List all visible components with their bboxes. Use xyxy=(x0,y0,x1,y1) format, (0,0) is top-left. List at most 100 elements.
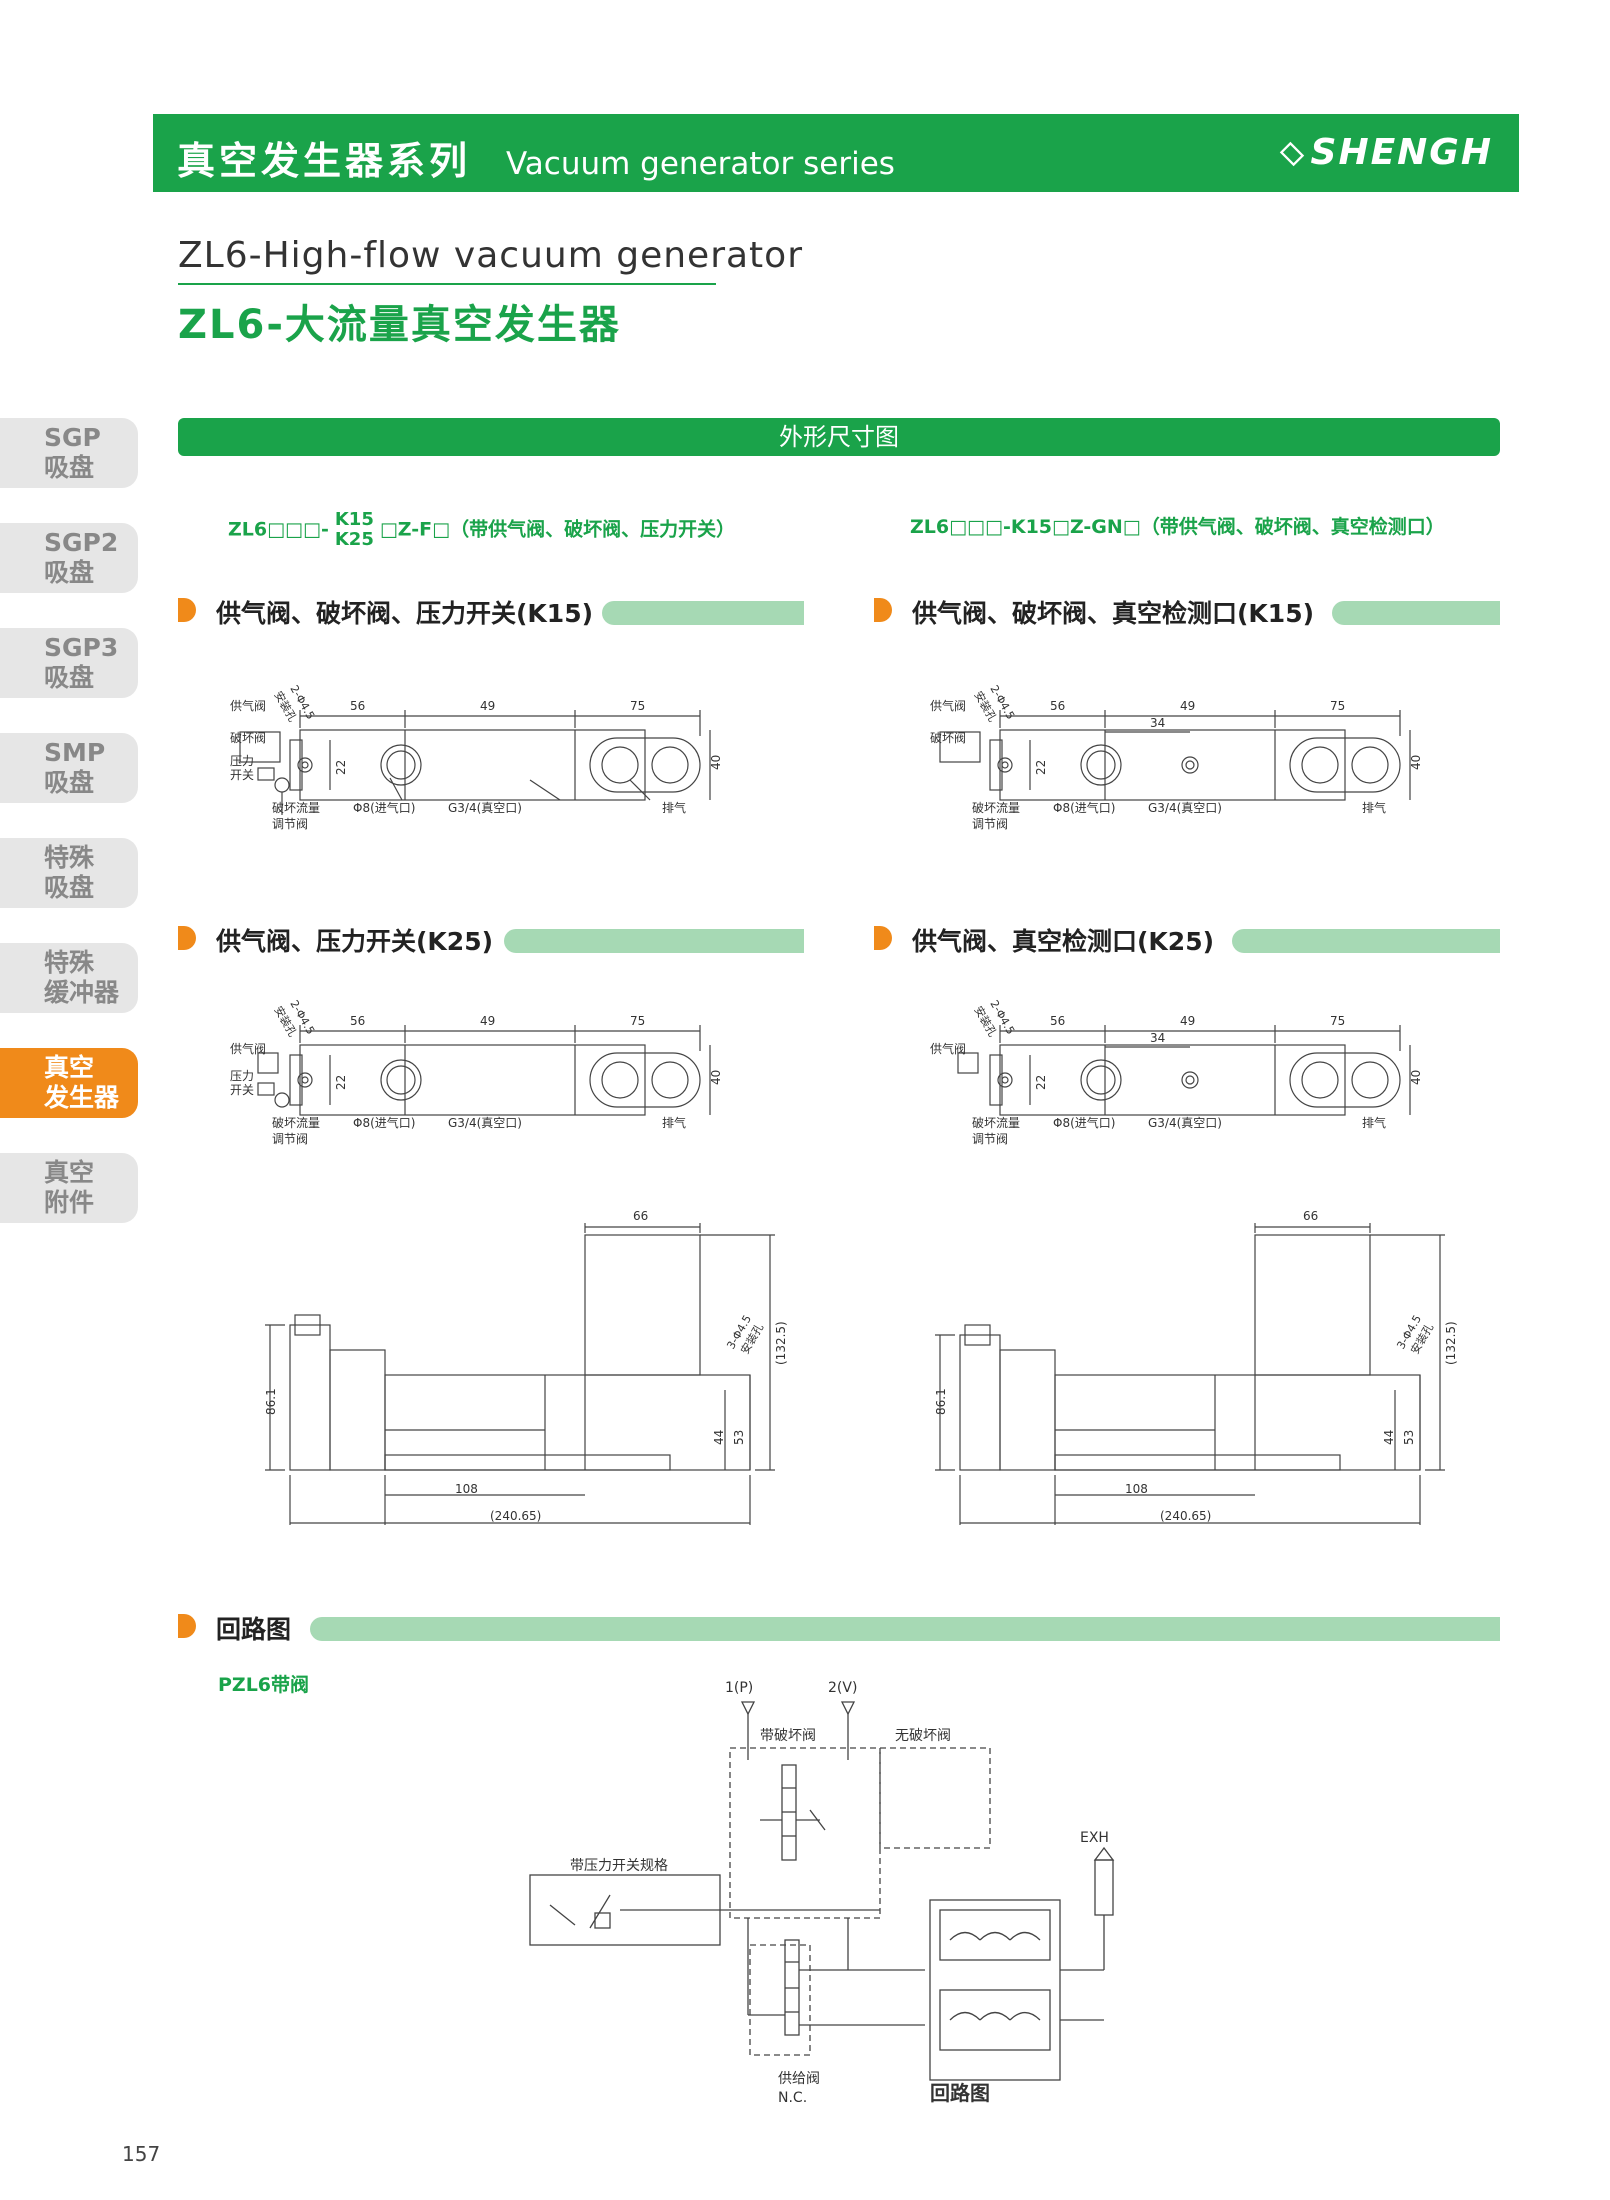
pneumatic-circuit-diagram: 1(P) 2(V) 带破坏阀 无破坏阀 带压力开关规格 EXH 供给阀 N.C.… xyxy=(529,1680,1115,2106)
svg-text:34: 34 xyxy=(1150,1031,1165,1045)
svg-text:破坏流量: 破坏流量 xyxy=(272,800,320,815)
svg-text:56: 56 xyxy=(350,699,365,713)
svg-text:40: 40 xyxy=(1409,1070,1423,1085)
svg-text:49: 49 xyxy=(480,1014,495,1028)
svg-text:排气: 排气 xyxy=(1362,800,1386,815)
svg-text:1(P): 1(P) xyxy=(725,1680,753,1696)
svg-text:108: 108 xyxy=(455,1482,478,1496)
bullet-marker xyxy=(178,926,196,950)
top-view-drawing-k25-port: 56 49 34 75 40 22 供气阀 2-Φ4.5 安装孔 破坏流量 调节… xyxy=(930,998,1423,1146)
sidebar-item-special-buffer[interactable]: 特殊缓冲器 xyxy=(0,943,138,1013)
bullet-marker xyxy=(178,1614,196,1638)
svg-text:22: 22 xyxy=(334,1075,348,1090)
svg-text:44: 44 xyxy=(712,1430,726,1445)
product-title-en: ZL6-High-flow vacuum generator xyxy=(178,235,804,276)
svg-text:供气阀: 供气阀 xyxy=(930,698,966,713)
svg-text:排气: 排气 xyxy=(662,1115,686,1130)
svg-text:G3/4(真空口): G3/4(真空口) xyxy=(1148,801,1222,815)
product-title-cn: ZL6-大流量真空发生器 xyxy=(178,302,621,348)
svg-text:(132.5): (132.5) xyxy=(1444,1321,1458,1365)
svg-text:带破坏阀: 带破坏阀 xyxy=(760,1728,816,1744)
svg-text:56: 56 xyxy=(350,1014,365,1028)
svg-text:22: 22 xyxy=(1034,1075,1048,1090)
subhead-top-left: 供气阀、破坏阀、压力开关(K15) xyxy=(178,594,804,628)
svg-text:49: 49 xyxy=(480,699,495,713)
svg-text:破坏流量: 破坏流量 xyxy=(272,1115,320,1130)
brand-logo: SHENGH xyxy=(1279,132,1493,173)
svg-text:75: 75 xyxy=(630,699,645,713)
svg-text:66: 66 xyxy=(1303,1209,1318,1223)
sidebar-item-vacuum-generator[interactable]: 真空发生器 xyxy=(0,1048,138,1118)
svg-text:EXH: EXH xyxy=(1080,1830,1109,1846)
side-view-drawing-left: 66 108 (240.65) 86.1 (132.5) 44 53 3-Φ4.… xyxy=(264,1209,788,1525)
top-view-drawing-k25-switch: 56 49 75 40 22 供气阀 压力 开关 2-Φ4.5 安装孔 破坏流量… xyxy=(230,998,723,1146)
svg-text:Φ8(进气口): Φ8(进气口) xyxy=(1053,1115,1115,1130)
svg-text:49: 49 xyxy=(1180,699,1195,713)
svg-text:破坏阀: 破坏阀 xyxy=(230,730,266,745)
section-title-bar: 外形尺寸图 xyxy=(178,418,1500,456)
model-code-right: ZL6□□□-K15□Z-GN□（带供气阀、破坏阀、真空检测口） xyxy=(910,516,1445,538)
subhead-rule xyxy=(1232,929,1500,953)
svg-text:无破坏阀: 无破坏阀 xyxy=(895,1728,951,1744)
svg-text:开关: 开关 xyxy=(230,768,254,782)
subhead-mid-right: 供气阀、真空检测口(K25) xyxy=(874,922,1500,956)
diamond-icon xyxy=(1279,141,1304,167)
subhead-rule xyxy=(504,929,804,953)
svg-text:56: 56 xyxy=(1050,1014,1065,1028)
svg-text:压力: 压力 xyxy=(230,754,254,768)
header-title-cn: 真空发生器系列 xyxy=(177,139,472,183)
bullet-marker xyxy=(874,926,892,950)
header-title-en: Vacuum generator series xyxy=(506,146,895,182)
side-view-drawing-right: 66 108 (240.65) 86.1 (132.5) 44 53 3-Φ4.… xyxy=(934,1209,1458,1525)
subhead-circuit: 回路图 xyxy=(178,1610,1500,1644)
svg-text:调节阀: 调节阀 xyxy=(272,1132,308,1146)
svg-text:2(V): 2(V) xyxy=(828,1680,857,1696)
svg-text:108: 108 xyxy=(1125,1482,1148,1496)
svg-text:56: 56 xyxy=(1050,699,1065,713)
svg-text:75: 75 xyxy=(1330,1014,1345,1028)
sidebar-item-special-cup[interactable]: 特殊吸盘 xyxy=(0,838,138,908)
svg-text:53: 53 xyxy=(732,1430,746,1445)
svg-text:排气: 排气 xyxy=(662,800,686,815)
svg-text:G3/4(真空口): G3/4(真空口) xyxy=(448,801,522,815)
subhead-rule xyxy=(602,601,804,625)
svg-text:75: 75 xyxy=(1330,699,1345,713)
svg-text:调节阀: 调节阀 xyxy=(972,817,1008,831)
svg-text:供气阀: 供气阀 xyxy=(230,1041,266,1056)
svg-text:86.1: 86.1 xyxy=(264,1388,278,1415)
top-view-drawing-k15-port: 56 49 34 75 40 22 供气阀 破坏阀 2-Φ4.5 安装孔 破坏流… xyxy=(930,683,1423,831)
svg-text:(240.65): (240.65) xyxy=(490,1509,541,1523)
title-underline xyxy=(178,283,716,285)
sidebar-item-vacuum-accessory[interactable]: 真空附件 xyxy=(0,1153,138,1223)
circuit-model-label: PZL6带阀 xyxy=(218,1674,310,1696)
top-view-drawing-k15-switch: 56 49 75 40 22 供气阀 破坏阀 压力 开关 2-Φ4.5 安装孔 … xyxy=(230,683,723,831)
svg-text:压力: 压力 xyxy=(230,1069,254,1083)
svg-text:(132.5): (132.5) xyxy=(774,1321,788,1365)
svg-text:40: 40 xyxy=(1409,755,1423,770)
svg-text:调节阀: 调节阀 xyxy=(972,1132,1008,1146)
svg-text:34: 34 xyxy=(1150,716,1165,730)
svg-text:40: 40 xyxy=(709,755,723,770)
subhead-top-right: 供气阀、破坏阀、真空检测口(K15) xyxy=(874,594,1500,628)
svg-text:供气阀: 供气阀 xyxy=(930,1041,966,1056)
page-number: 157 xyxy=(122,2142,161,2166)
svg-text:供气阀: 供气阀 xyxy=(230,698,266,713)
svg-text:调节阀: 调节阀 xyxy=(272,817,308,831)
svg-text:N.C.: N.C. xyxy=(778,2090,807,2106)
subhead-rule xyxy=(310,1617,1500,1641)
svg-text:53: 53 xyxy=(1402,1430,1416,1445)
subhead-rule xyxy=(1332,601,1500,625)
svg-text:排气: 排气 xyxy=(1362,1115,1386,1130)
svg-text:44: 44 xyxy=(1382,1430,1396,1445)
subhead-mid-left: 供气阀、压力开关(K25) xyxy=(178,922,804,956)
svg-text:(240.65): (240.65) xyxy=(1160,1509,1211,1523)
bullet-marker xyxy=(874,598,892,622)
svg-text:Φ8(进气口): Φ8(进气口) xyxy=(353,800,415,815)
svg-text:Φ8(进气口): Φ8(进气口) xyxy=(1053,800,1115,815)
svg-text:75: 75 xyxy=(630,1014,645,1028)
